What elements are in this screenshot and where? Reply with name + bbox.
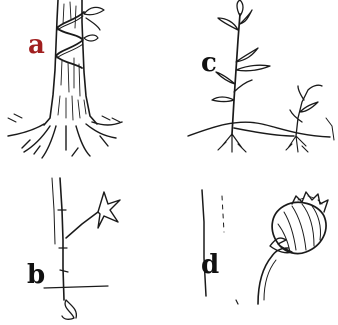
ground-hatch <box>8 114 120 122</box>
fruit-ribs <box>278 204 321 252</box>
parent-roots <box>218 134 246 152</box>
ground-b <box>44 286 108 288</box>
root-b <box>62 300 76 319</box>
dashed-guides <box>222 196 224 232</box>
runner-stolon <box>234 128 294 136</box>
panel-label-b: b <box>27 262 45 288</box>
tree-roots <box>8 122 122 158</box>
daughter-roots <box>286 136 308 152</box>
panel-label-a: a <box>28 32 45 58</box>
panel-label-d: d <box>201 252 219 278</box>
panel-label-c: c <box>201 50 217 76</box>
panel-b-illustration <box>44 178 120 319</box>
panel-d-illustration <box>202 190 328 304</box>
parent-plant-stem <box>232 14 240 134</box>
support-pole-back <box>52 178 55 244</box>
parent-plant-leaves <box>212 0 270 102</box>
vine-leaf <box>84 7 104 41</box>
leaf-petiole <box>66 212 98 238</box>
bottom-mark <box>236 300 238 304</box>
ground-line <box>188 122 330 137</box>
fruit-stalk <box>258 248 288 304</box>
support-stick <box>202 190 206 296</box>
support-pole <box>60 178 64 300</box>
star-leaf <box>98 192 120 228</box>
panel-a-illustration <box>8 0 122 158</box>
daughter-plant <box>290 85 322 136</box>
twining-vine <box>56 12 84 68</box>
